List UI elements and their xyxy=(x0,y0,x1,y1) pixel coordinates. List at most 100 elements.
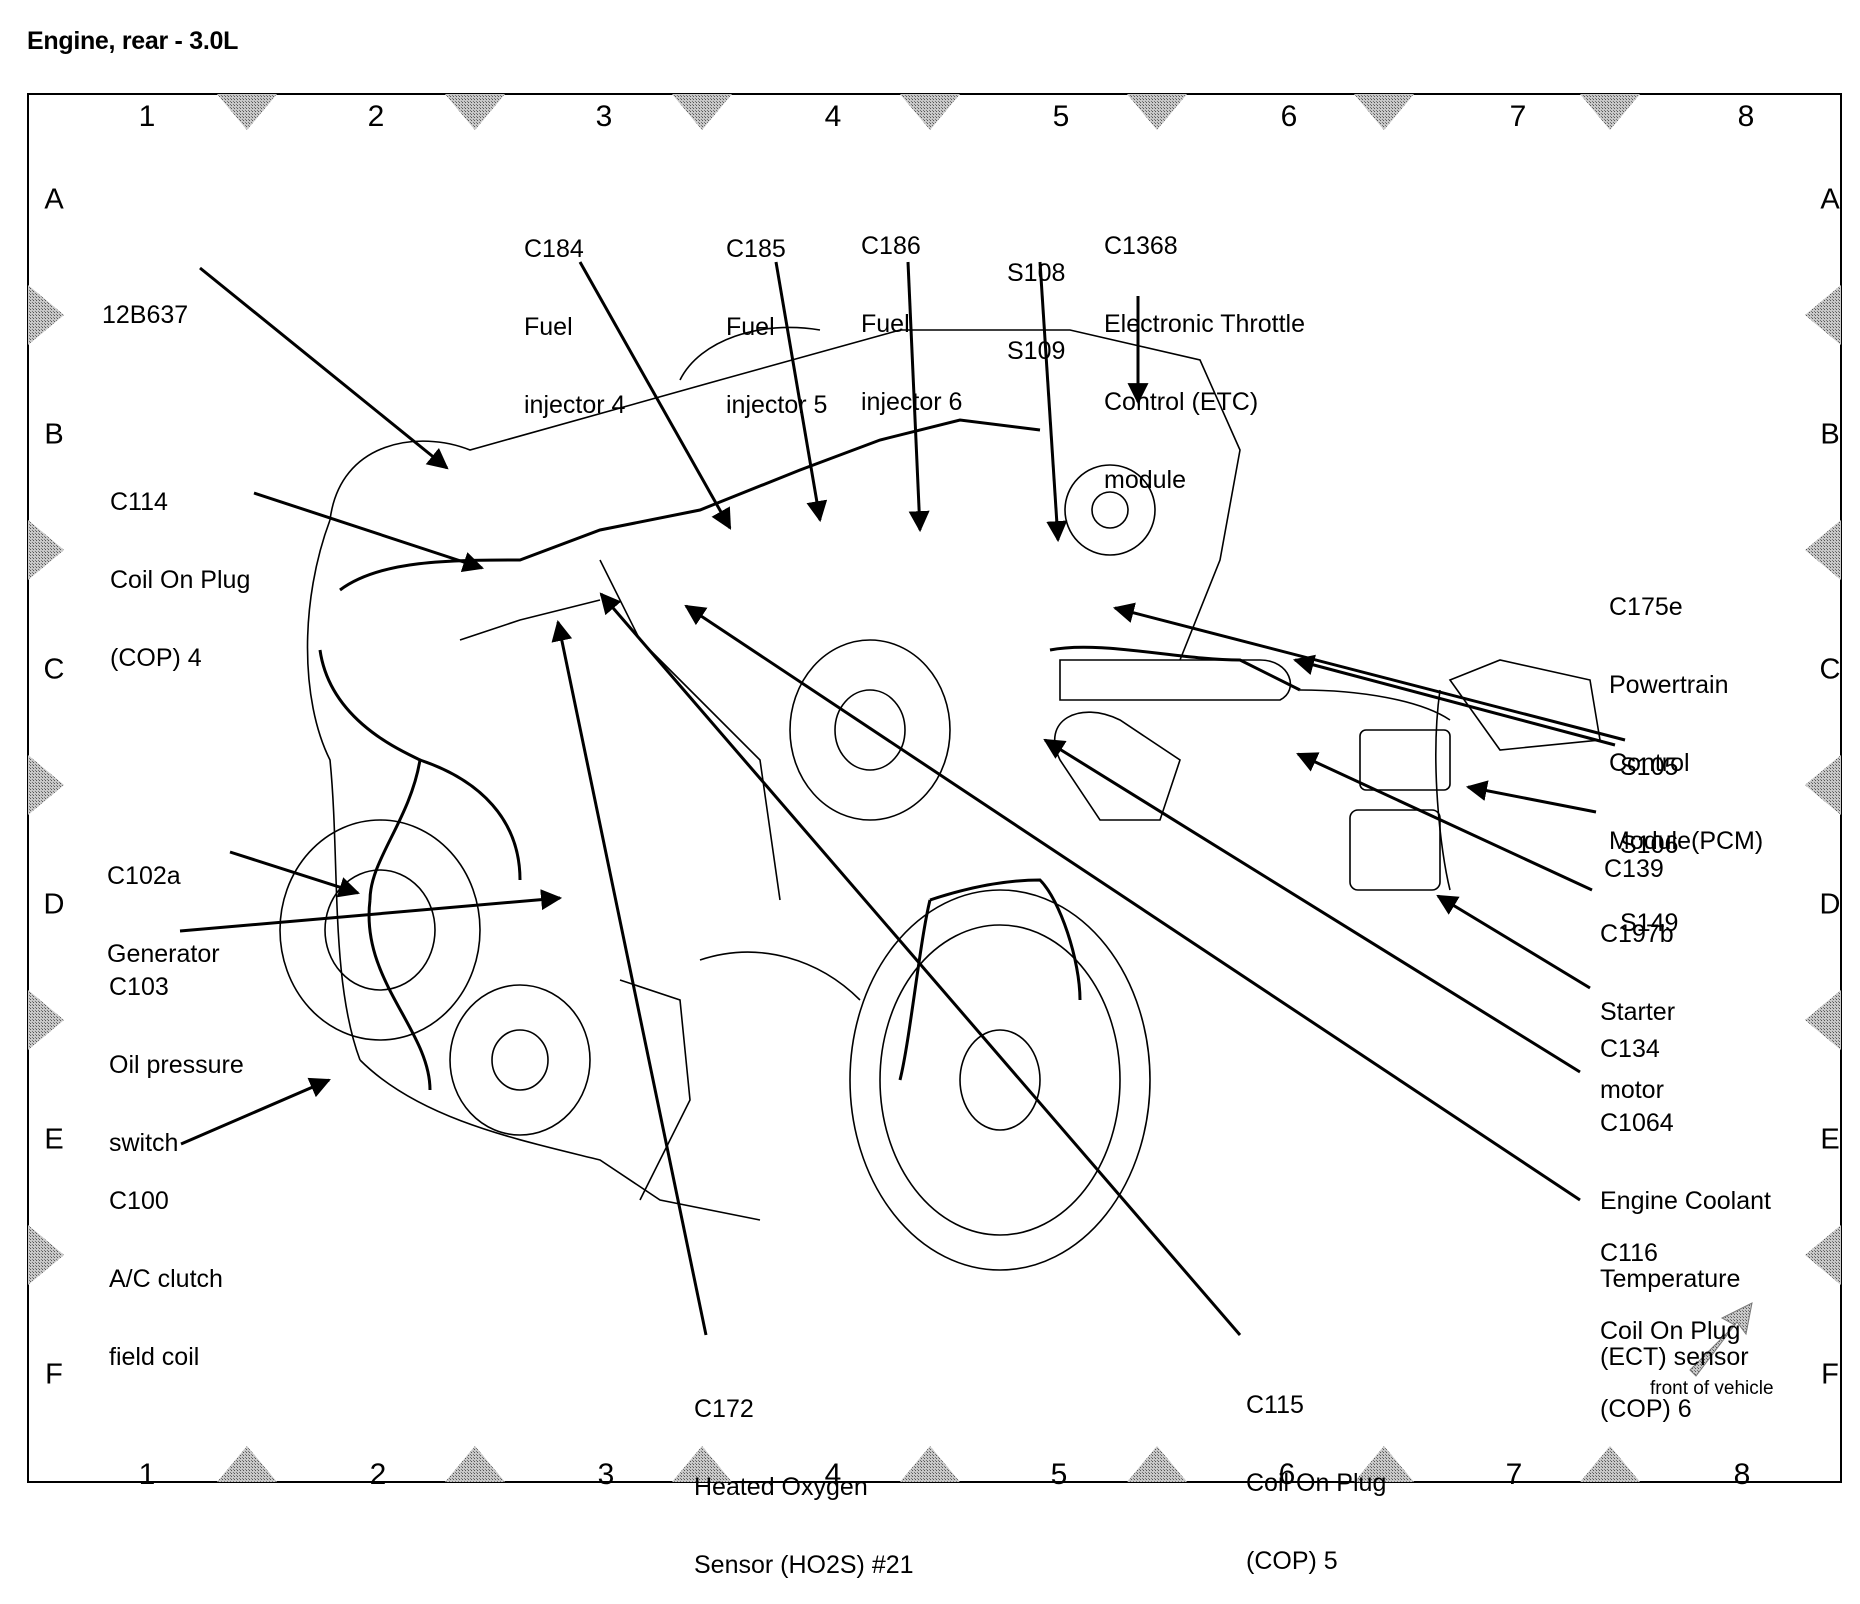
label-line: S109 xyxy=(1007,337,1066,365)
label-line: C1368 xyxy=(1104,232,1178,260)
label-line: Powertrain xyxy=(1609,671,1729,699)
engine-diagram xyxy=(28,94,1841,1482)
grid-markers-left xyxy=(28,285,64,1285)
label-line: Coil On Plug xyxy=(1246,1469,1387,1497)
grid-marker xyxy=(1805,285,1841,345)
label-line: C134 xyxy=(1600,1035,1660,1063)
leader-line xyxy=(551,619,708,1336)
label-line: Fuel xyxy=(861,310,910,338)
component-label-s108-s109: S108 S109 xyxy=(1007,208,1065,390)
label-line: (COP) 5 xyxy=(1246,1547,1338,1575)
component-label-c186: C186 Fuel injector 6 xyxy=(861,181,962,441)
label-line: S108 xyxy=(1007,259,1066,287)
component-label-c1368: C1368 Electronic Throttle Control (ETC) … xyxy=(1104,181,1305,519)
column-label-top: 7 xyxy=(1509,100,1527,133)
component-label-c103: C103 Oil pressure switch xyxy=(109,922,244,1182)
grid-markers-top xyxy=(217,94,1640,130)
column-label-bottom: 1 xyxy=(138,1458,156,1491)
label-line: injector 5 xyxy=(726,391,828,419)
grid-marker xyxy=(1580,1446,1640,1482)
component-label-c115: C115 Coil On Plug (COP) 5 xyxy=(1246,1340,1386,1600)
row-label-left: F xyxy=(45,1358,63,1391)
row-label-left: D xyxy=(43,888,65,921)
leader-line xyxy=(253,491,484,573)
grid-marker xyxy=(28,1225,64,1285)
grid-marker xyxy=(1354,1446,1414,1482)
component-label-c100: C100 A/C clutch field coil xyxy=(109,1136,223,1396)
row-label-right: E xyxy=(1820,1123,1840,1156)
component-label-c139: C139 xyxy=(1604,804,1664,908)
row-label-right: F xyxy=(1821,1358,1839,1391)
label-line: C102a xyxy=(107,862,181,890)
label-line: Oil pressure xyxy=(109,1051,244,1079)
engine-illustration xyxy=(279,326,1601,1271)
column-label-bottom: 8 xyxy=(1733,1458,1751,1491)
label-line: Starter xyxy=(1600,998,1676,1026)
component-label-s105-s106-s149: S105 S106 S149 xyxy=(1620,702,1678,962)
leader-line xyxy=(599,592,1242,1336)
label-line: C1064 xyxy=(1600,1109,1674,1137)
leader-line xyxy=(1112,602,1626,742)
grid-marker xyxy=(1805,1225,1841,1285)
label-line: Fuel xyxy=(726,313,775,341)
label-line: C139 xyxy=(1604,855,1664,883)
grid-marker xyxy=(445,1446,505,1482)
grid-marker xyxy=(900,1446,960,1482)
leader-line xyxy=(684,604,1581,1202)
grid-marker xyxy=(1805,520,1841,580)
label-line: Coil On Plug xyxy=(110,566,251,594)
diagram-title: Engine, rear - 3.0L xyxy=(27,27,239,55)
label-line: switch xyxy=(109,1129,179,1157)
column-label-top: 8 xyxy=(1737,100,1755,133)
label-line: Electronic Throttle xyxy=(1104,310,1306,338)
grid-marker xyxy=(900,94,960,130)
label-line: Fuel xyxy=(524,313,573,341)
column-label-bottom: 2 xyxy=(369,1458,387,1491)
leader-line xyxy=(1043,738,1581,1074)
grid-marker xyxy=(1127,1446,1187,1482)
component-label-c185: C185 Fuel injector 5 xyxy=(726,184,827,444)
row-label-right: C xyxy=(1819,653,1841,686)
component-label-c172: C172 Heated Oxygen Sensor (HO2S) #21 xyxy=(694,1344,914,1604)
row-label-left: B xyxy=(44,418,64,451)
label-line: Generator xyxy=(107,940,220,968)
label-line: field coil xyxy=(109,1343,200,1371)
column-label-bottom: 6 xyxy=(1278,1458,1296,1491)
component-label-c102a: C102a Generator xyxy=(107,811,220,993)
label-line: C115 xyxy=(1246,1391,1304,1419)
label-line: S106 xyxy=(1620,831,1679,859)
column-label-bottom: 4 xyxy=(824,1458,842,1491)
label-line: (ECT) sensor xyxy=(1600,1343,1749,1371)
column-label-top: 1 xyxy=(138,100,156,133)
grid-marker xyxy=(217,94,277,130)
leader-lines xyxy=(179,261,1626,1336)
component-label-12b637: 12B637 xyxy=(102,250,188,354)
grid-markers-right xyxy=(1805,285,1841,1285)
leader-line xyxy=(1292,654,1616,747)
grid-marker xyxy=(1805,755,1841,815)
row-label-right: D xyxy=(1819,888,1841,921)
label-line: 12B637 xyxy=(102,301,189,329)
label-line: C103 xyxy=(109,973,169,1001)
label-line: C186 xyxy=(861,232,921,260)
column-label-bottom: 7 xyxy=(1505,1458,1523,1491)
column-label-top: 6 xyxy=(1280,100,1298,133)
label-line: (COP) 6 xyxy=(1600,1395,1692,1423)
grid-marker xyxy=(1580,94,1640,130)
component-label-c134: C134 xyxy=(1600,984,1660,1088)
row-label-left: A xyxy=(44,183,64,216)
label-line: S149 xyxy=(1620,909,1679,937)
label-line: Coil On Plug xyxy=(1600,1317,1741,1345)
row-label-left: C xyxy=(43,653,65,686)
grid-marker xyxy=(672,94,732,130)
label-line: C197b xyxy=(1600,920,1674,948)
label-line: C175e xyxy=(1609,593,1683,621)
component-label-c116: C116 Coil On Plug (COP) 6 xyxy=(1600,1188,1740,1448)
leader-line xyxy=(1038,261,1068,543)
grid-marker xyxy=(28,520,64,580)
grid-marker xyxy=(28,285,64,345)
label-line: (COP) 4 xyxy=(110,644,202,672)
leader-line xyxy=(179,889,563,933)
label-line: C172 xyxy=(694,1395,754,1423)
leader-line xyxy=(1296,752,1593,892)
